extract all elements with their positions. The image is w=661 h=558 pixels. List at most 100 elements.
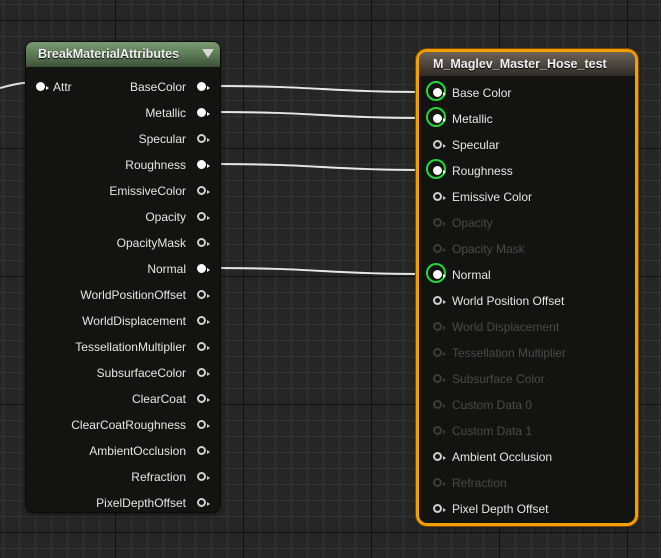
wire-metallic[interactable]	[211, 111, 434, 119]
input-pin-icon[interactable]	[433, 504, 446, 513]
input-pin-row-emissive-color[interactable]: Emissive Color	[419, 184, 635, 210]
input-pin-row-base-color[interactable]: Base Color	[419, 80, 635, 106]
input-pin-icon[interactable]	[433, 452, 446, 461]
pin-label: PixelDepthOffset	[96, 496, 186, 510]
input-pin-icon[interactable]	[433, 218, 446, 227]
input-pin-row-subsurface-color[interactable]: Subsurface Color	[419, 366, 635, 392]
output-pin-row-refraction[interactable]: Refraction	[34, 464, 212, 490]
pin-label: WorldDisplacement	[82, 314, 186, 328]
output-pin-row-basecolor[interactable]: BaseColor	[124, 74, 212, 100]
output-pin-icon[interactable]	[197, 342, 210, 351]
input-pin-row-ambient-occlusion[interactable]: Ambient Occlusion	[419, 444, 635, 470]
input-pin-icon[interactable]	[433, 374, 446, 383]
output-pin-icon[interactable]	[197, 134, 210, 143]
input-pin-icon[interactable]	[433, 296, 446, 305]
pin-label: BaseColor	[129, 80, 186, 94]
output-pin-icon[interactable]	[197, 446, 210, 455]
output-pin-icon[interactable]	[197, 212, 210, 221]
node-title: M_Maglev_Master_Hose_test	[433, 57, 607, 71]
node-header[interactable]: M_Maglev_Master_Hose_test	[419, 52, 635, 76]
output-pin-row-normal[interactable]: Normal	[34, 256, 212, 282]
input-pin-icon[interactable]	[433, 400, 446, 409]
output-pin-row-metallic[interactable]: Metallic	[34, 100, 212, 126]
wire-basecolor[interactable]	[211, 85, 434, 93]
highlight-ring-icon	[426, 263, 446, 283]
chevron-down-icon[interactable]	[202, 49, 214, 58]
output-pin-icon[interactable]	[197, 472, 210, 481]
output-pin-row-subsurfacecolor[interactable]: SubsurfaceColor	[34, 360, 212, 386]
pin-label: Custom Data 0	[452, 398, 533, 412]
output-pin-row-clearcoat[interactable]: ClearCoat	[34, 386, 212, 412]
pin-label: Specular	[452, 138, 500, 152]
pin-label: ClearCoatRoughness	[71, 418, 186, 432]
input-pin-row-world-displacement[interactable]: World Displacement	[419, 314, 635, 340]
pin-row-attr[interactable]: Attr	[34, 74, 114, 100]
output-pin-row-clearcoatroughness[interactable]: ClearCoatRoughness	[34, 412, 212, 438]
pin-label: WorldPositionOffset	[80, 288, 186, 302]
pin-label: Base Color	[452, 86, 512, 100]
output-pin-icon[interactable]	[197, 238, 210, 247]
input-pin-icon[interactable]	[433, 244, 446, 253]
input-pin-row-specular[interactable]: Specular	[419, 132, 635, 158]
pin-label: AmbientOcclusion	[89, 444, 186, 458]
input-pin-icon[interactable]	[433, 192, 446, 201]
input-pin-row-tessellation-multiplier[interactable]: Tessellation Multiplier	[419, 340, 635, 366]
input-pin-row-opacity-mask[interactable]: Opacity Mask	[419, 236, 635, 262]
input-pin-icon[interactable]	[433, 88, 446, 97]
input-pin-icon[interactable]	[433, 166, 446, 175]
output-pin-row-opacitymask[interactable]: OpacityMask	[34, 230, 212, 256]
output-pin-icon[interactable]	[197, 160, 210, 169]
input-pin-icon[interactable]	[433, 478, 446, 487]
output-pin-row-specular[interactable]: Specular	[34, 126, 212, 152]
output-pin-icon[interactable]	[197, 394, 210, 403]
wire-normal[interactable]	[211, 267, 434, 275]
input-pin-icon[interactable]	[433, 140, 446, 149]
input-pin-row-metallic[interactable]: Metallic	[419, 106, 635, 132]
output-pin-row-ambientocclusion[interactable]: AmbientOcclusion	[34, 438, 212, 464]
pin-label: Opacity Mask	[452, 242, 525, 256]
output-pin-icon[interactable]	[197, 264, 210, 273]
output-pin-icon[interactable]	[197, 368, 210, 377]
output-pin-icon[interactable]	[197, 108, 210, 117]
output-pin-row-worldpositionoffset[interactable]: WorldPositionOffset	[34, 282, 212, 308]
input-pin-row-world-position-offset[interactable]: World Position Offset	[419, 288, 635, 314]
pin-label: Normal	[452, 268, 491, 282]
pin-label: Custom Data 1	[452, 424, 533, 438]
input-pin-icon[interactable]	[433, 322, 446, 331]
input-pin-row-normal[interactable]: Normal	[419, 262, 635, 288]
pin-label: Opacity	[145, 210, 186, 224]
input-pin-row-roughness[interactable]: Roughness	[419, 158, 635, 184]
node-header[interactable]: BreakMaterialAttributes	[26, 42, 220, 67]
output-pin-icon[interactable]	[197, 290, 210, 299]
output-pin-row-tessellationmultiplier[interactable]: TessellationMultiplier	[34, 334, 212, 360]
output-pin-row-emissivecolor[interactable]: EmissiveColor	[34, 178, 212, 204]
pin-label: World Position Offset	[452, 294, 565, 308]
output-pin-icon[interactable]	[197, 186, 210, 195]
input-pin-icon[interactable]	[433, 270, 446, 279]
wire-roughness[interactable]	[211, 163, 434, 171]
output-pin-icon[interactable]	[197, 316, 210, 325]
highlight-ring-icon	[426, 81, 446, 101]
input-pin-row-custom-data-1[interactable]: Custom Data 1	[419, 418, 635, 444]
pin-label: Pixel Depth Offset	[452, 502, 549, 516]
output-pin-row-roughness[interactable]: Roughness	[34, 152, 212, 178]
input-pin-icon[interactable]	[36, 82, 49, 91]
pin-label: Specular	[138, 132, 186, 146]
output-pin-icon[interactable]	[197, 82, 210, 91]
output-pin-icon[interactable]	[197, 498, 210, 507]
input-pin-row-pixel-depth-offset[interactable]: Pixel Depth Offset	[419, 496, 635, 522]
output-pin-icon[interactable]	[197, 420, 210, 429]
pin-label: Attr	[53, 80, 72, 94]
input-pin-icon[interactable]	[433, 348, 446, 357]
input-pin-row-opacity[interactable]: Opacity	[419, 210, 635, 236]
input-pin-icon[interactable]	[433, 114, 446, 123]
input-pin-row-refraction[interactable]: Refraction	[419, 470, 635, 496]
pin-label: OpacityMask	[116, 236, 186, 250]
output-pin-row-pixeldepthoffset[interactable]: PixelDepthOffset	[34, 490, 212, 516]
input-pin-row-custom-data-0[interactable]: Custom Data 0	[419, 392, 635, 418]
output-pin-row-worlddisplacement[interactable]: WorldDisplacement	[34, 308, 212, 334]
input-pin-icon[interactable]	[433, 426, 446, 435]
output-pin-row-opacity[interactable]: Opacity	[34, 204, 212, 230]
